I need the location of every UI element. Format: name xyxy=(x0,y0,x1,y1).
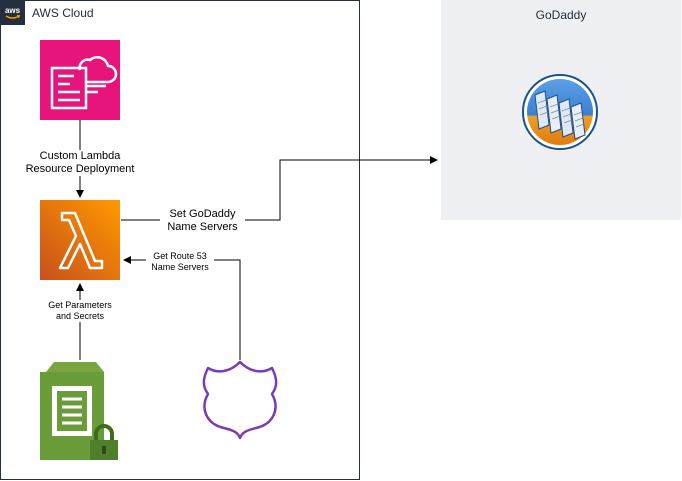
godaddy-title: GoDaddy xyxy=(535,8,587,22)
svg-text:aws: aws xyxy=(5,6,21,15)
label-get-params-line2: and Secrets xyxy=(55,311,105,321)
label-get-route53-line1: Get Route 53 xyxy=(153,251,207,261)
label-get-params-line1: Get Parameters xyxy=(48,300,112,310)
label-set-godaddy-line2: Name Servers xyxy=(167,221,238,233)
aws-logo-icon: aws xyxy=(0,0,25,25)
aws-cloud-title: AWS Cloud xyxy=(32,6,94,20)
lambda-icon xyxy=(40,200,120,280)
label-custom-lambda-line1: Custom Lambda xyxy=(39,150,121,162)
label-set-godaddy-line1: Set GoDaddy xyxy=(169,208,236,220)
label-get-params: Get Parameters and Secrets xyxy=(40,300,120,322)
connector-get-route53 xyxy=(123,256,241,360)
label-set-godaddy: Set GoDaddy Name Servers xyxy=(160,208,245,234)
label-custom-lambda: Custom Lambda Resource Deployment xyxy=(20,150,140,176)
aws-cloud-group xyxy=(0,0,360,480)
route53-shield-icon xyxy=(200,358,280,440)
cloudformation-icon xyxy=(40,40,120,120)
secrets-manager-icon xyxy=(40,360,124,462)
server-cluster-icon xyxy=(521,73,599,151)
label-get-route53: Get Route 53 Name Servers xyxy=(146,251,214,273)
label-get-route53-line2: Name Servers xyxy=(151,262,209,272)
label-custom-lambda-line2: Resource Deployment xyxy=(25,163,135,175)
